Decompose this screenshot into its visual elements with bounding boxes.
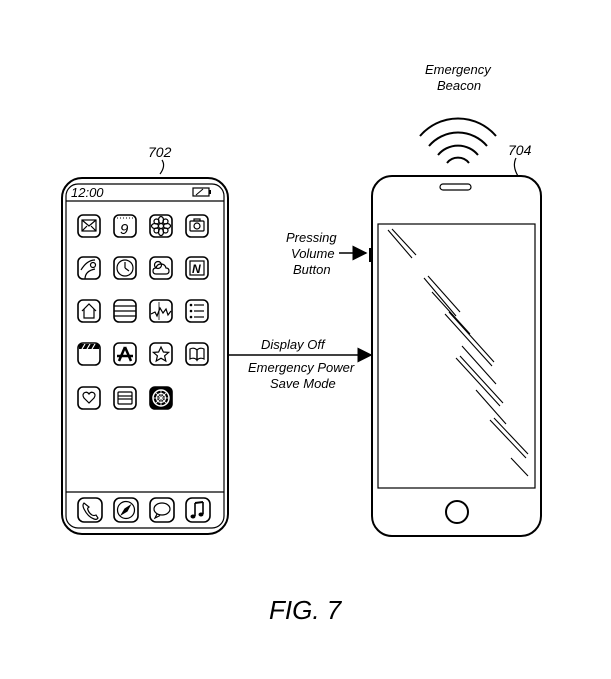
photos-icon[interactable] xyxy=(149,214,173,238)
device-702-body xyxy=(61,177,229,535)
label-beacon-line2: Beacon xyxy=(437,78,481,93)
health-icon[interactable] xyxy=(77,386,101,410)
maps-icon[interactable] xyxy=(77,256,101,280)
transition-arrow: Display Off Emergency Power Save Mode xyxy=(228,337,373,391)
camera-icon[interactable] xyxy=(185,214,209,238)
speaker-slot xyxy=(439,183,472,191)
home-button[interactable] xyxy=(445,500,469,524)
beacon-waves-icon xyxy=(419,117,497,164)
reminders-icon[interactable] xyxy=(185,299,209,323)
mail-icon[interactable] xyxy=(77,214,101,238)
music-icon[interactable] xyxy=(185,497,211,523)
device-704: 704 Emergency Beacon xyxy=(286,62,542,537)
calendar-icon[interactable]: 9 xyxy=(113,214,137,238)
news-letter: N xyxy=(192,262,201,276)
home-icon[interactable] xyxy=(77,299,101,323)
calendar-day: 9 xyxy=(120,221,129,238)
label-button: Button xyxy=(293,262,331,277)
label-volume: Volume xyxy=(291,246,335,261)
messages-icon[interactable] xyxy=(149,497,175,523)
notes-icon[interactable] xyxy=(113,299,137,323)
stocks-icon[interactable] xyxy=(149,299,173,323)
device-702-screen xyxy=(65,183,225,529)
books-icon[interactable] xyxy=(185,342,209,366)
screen-glare xyxy=(387,228,529,477)
ref-702: 702 xyxy=(148,144,172,160)
volume-button[interactable] xyxy=(369,248,373,262)
ref-704-leader xyxy=(513,157,519,177)
device-702: 702 12:00 9 xyxy=(61,144,229,535)
clock-icon[interactable] xyxy=(113,256,137,280)
videos-icon[interactable] xyxy=(77,342,101,366)
device-704-body xyxy=(371,175,542,537)
star-icon[interactable] xyxy=(149,342,173,366)
settings-icon[interactable] xyxy=(149,386,173,410)
ref-704: 704 xyxy=(508,142,532,158)
label-emergency-power: Emergency Power xyxy=(248,360,355,375)
ref-702-leader xyxy=(159,159,165,175)
label-display-off: Display Off xyxy=(261,337,326,352)
figure-caption: FIG. 7 xyxy=(269,595,343,625)
safari-icon[interactable] xyxy=(113,497,139,523)
device-704-screen xyxy=(377,223,536,489)
label-beacon-line1: Emergency xyxy=(425,62,492,77)
wallet-icon[interactable] xyxy=(113,386,137,410)
battery-icon xyxy=(192,187,211,197)
status-time: 12:00 xyxy=(71,185,104,200)
weather-icon[interactable] xyxy=(149,256,173,280)
app-store-icon[interactable] xyxy=(113,342,137,366)
phone-icon[interactable] xyxy=(77,497,103,523)
label-save-mode: Save Mode xyxy=(270,376,336,391)
label-pressing: Pressing xyxy=(286,230,337,245)
news-icon[interactable]: N xyxy=(185,256,209,280)
